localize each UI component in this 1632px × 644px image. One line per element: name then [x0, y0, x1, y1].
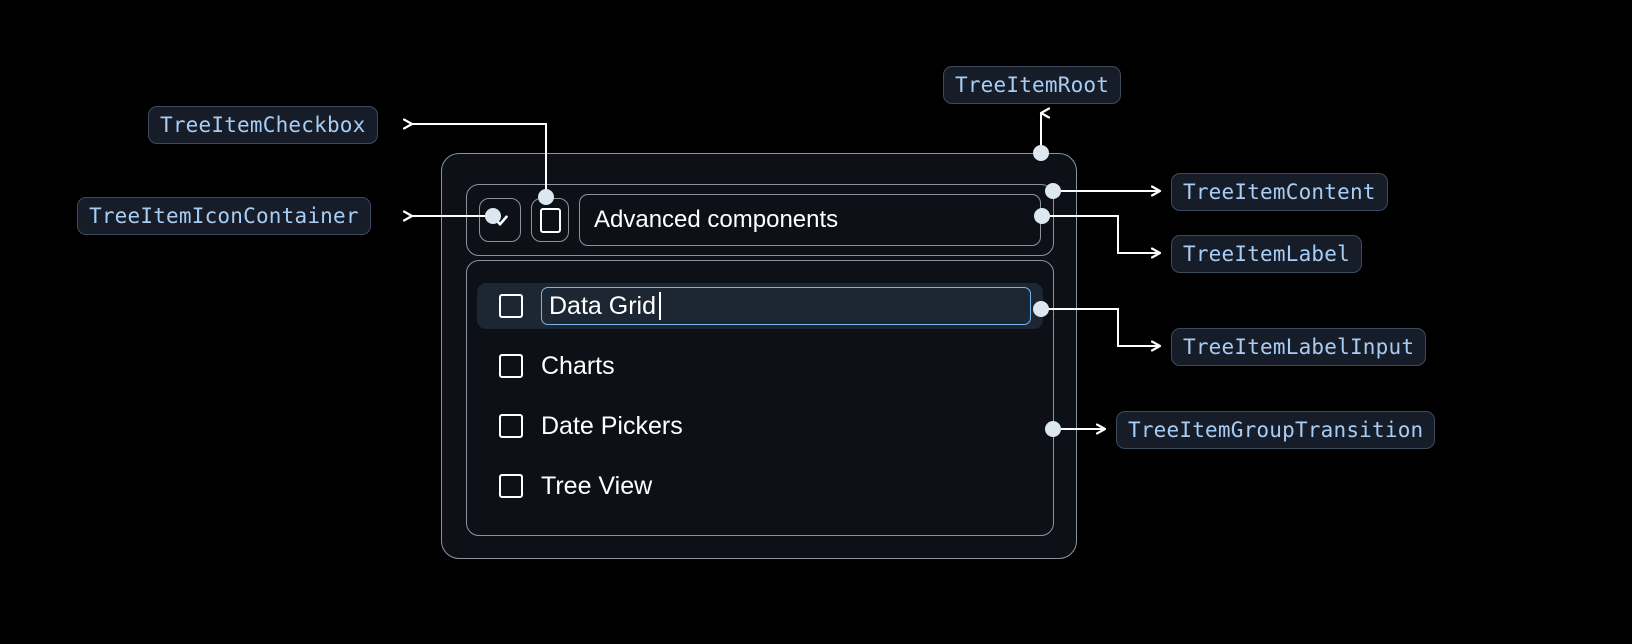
- tree-item-checkbox[interactable]: [531, 198, 569, 242]
- annotation-chip-tree-item-icon-container[interactable]: TreeItemIconContainer: [77, 197, 371, 235]
- tree-item-label-input[interactable]: Data Grid: [541, 287, 1031, 325]
- tree-item-root[interactable]: Advanced components Data Grid Charts Dat…: [441, 153, 1077, 559]
- tree-item-content[interactable]: Advanced components: [466, 184, 1054, 256]
- tree-item-label-text: Advanced components: [594, 206, 839, 233]
- annotation-chip-tree-item-label-input[interactable]: TreeItemLabelInput: [1171, 328, 1427, 366]
- annotation-chip-tree-item-group-transition[interactable]: TreeItemGroupTransition: [1116, 411, 1436, 449]
- tree-item-child-row[interactable]: Data Grid: [477, 283, 1043, 329]
- chevron-down-icon: [487, 207, 513, 233]
- tree-item-child-row[interactable]: Tree View: [477, 463, 1043, 509]
- tree-item-child-row[interactable]: Date Pickers: [477, 403, 1043, 449]
- tree-item-label-text: Charts: [541, 351, 615, 380]
- checkbox-unchecked-icon[interactable]: [499, 354, 523, 378]
- tree-item-icon-container[interactable]: [479, 198, 521, 242]
- annotation-chip-tree-item-content[interactable]: TreeItemContent: [1171, 173, 1388, 211]
- tree-item-group-transition: Data Grid Charts Date Pickers Tree View: [466, 260, 1054, 536]
- checkbox-unchecked-icon[interactable]: [499, 474, 523, 498]
- tree-item-label-input-value: Data Grid: [549, 291, 656, 320]
- annotation-chip-tree-item-checkbox[interactable]: TreeItemCheckbox: [148, 106, 378, 144]
- annotation-chip-tree-item-label[interactable]: TreeItemLabel: [1171, 235, 1362, 273]
- text-caret: [658, 292, 661, 320]
- checkbox-unchecked-icon[interactable]: [499, 414, 523, 438]
- tree-item-label-text: Date Pickers: [541, 411, 683, 440]
- tree-item-label-text: Tree View: [541, 471, 653, 500]
- tree-item-label[interactable]: Advanced components: [579, 194, 1041, 246]
- checkbox-unchecked-icon[interactable]: [499, 294, 523, 318]
- annotation-chip-tree-item-root[interactable]: TreeItemRoot: [943, 66, 1122, 104]
- tree-item-child-row[interactable]: Charts: [477, 343, 1043, 389]
- checkbox-unchecked-icon: [539, 207, 561, 233]
